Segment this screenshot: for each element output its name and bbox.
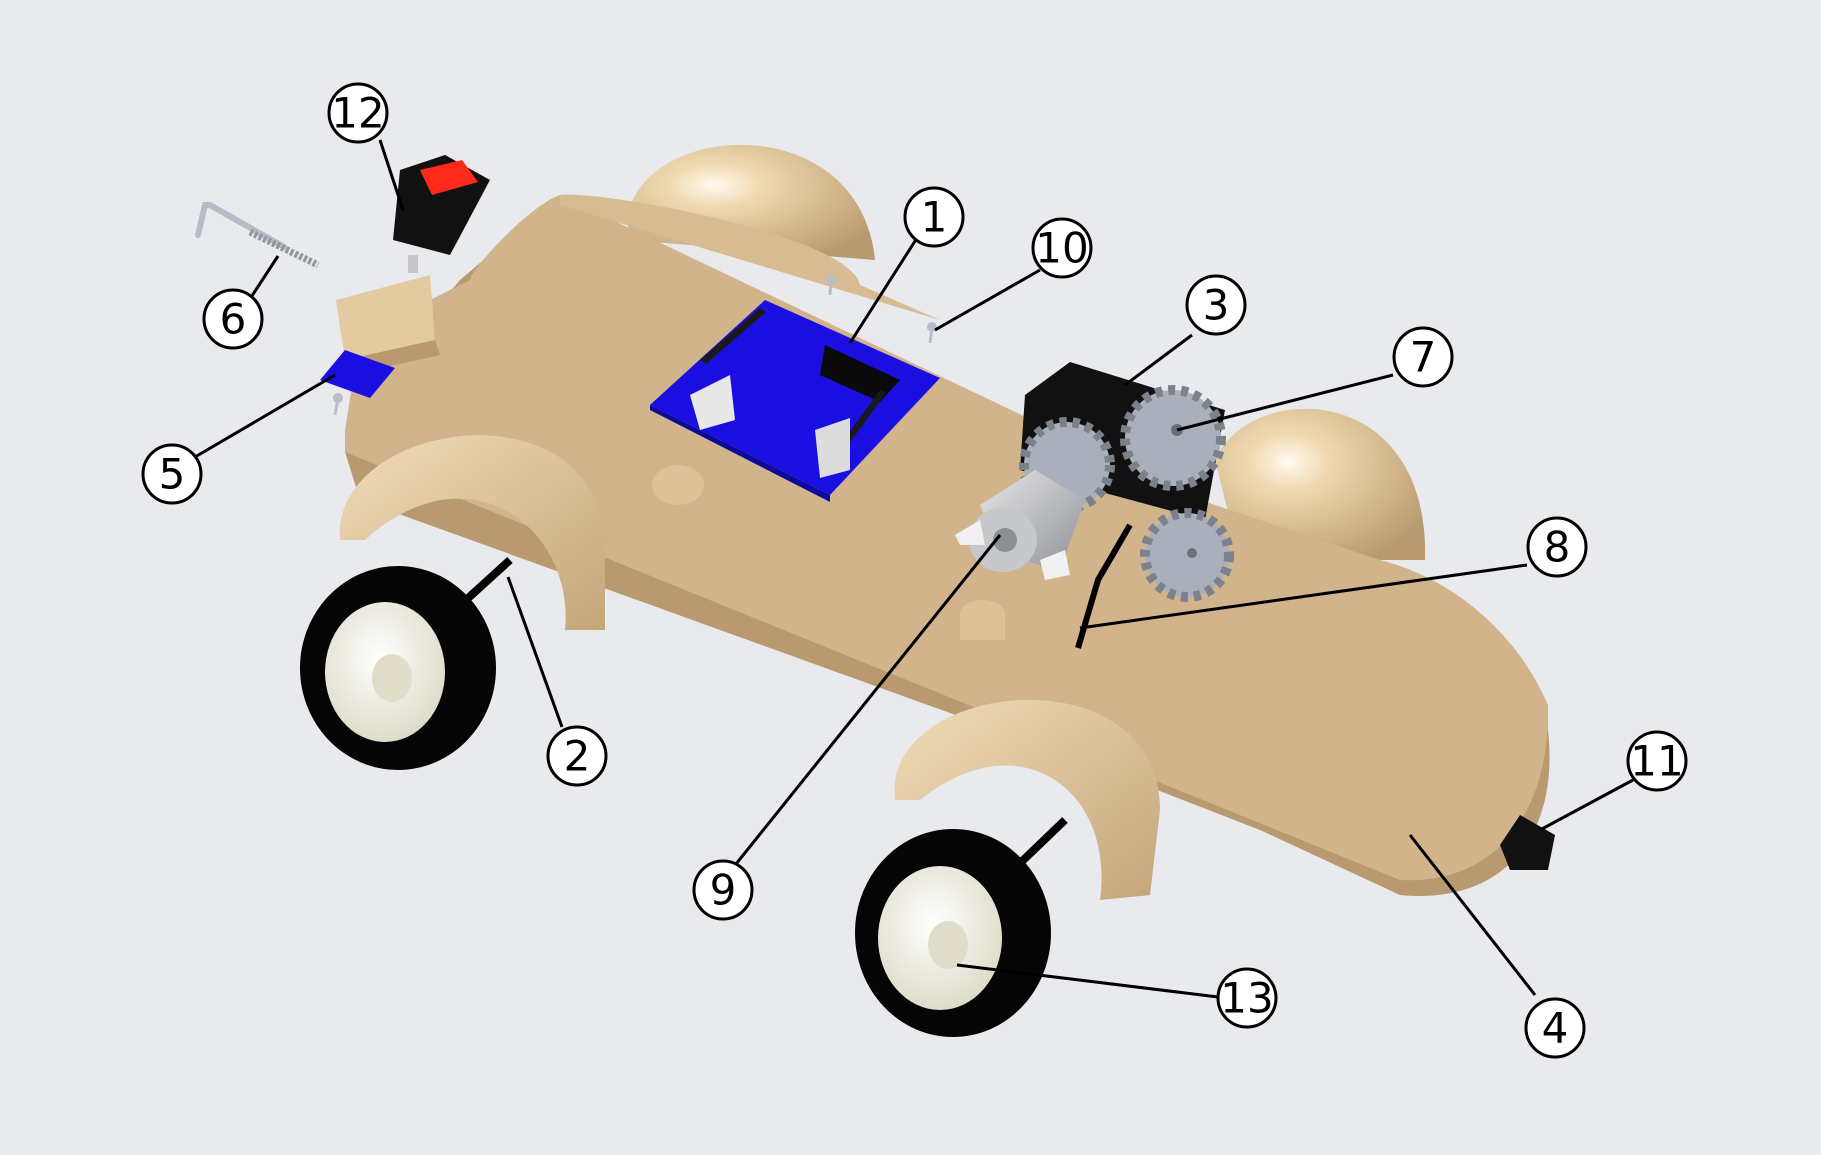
callout-13-number: 13	[1220, 974, 1273, 1023]
callout-4: 4	[1408, 834, 1586, 1059]
l-hook-screw	[195, 202, 320, 269]
callout-13: 13	[956, 963, 1278, 1029]
front-right-dome	[1215, 408, 1426, 560]
rear-left-wheel	[300, 566, 496, 770]
front-right-fender	[894, 699, 1160, 900]
boss-2	[960, 600, 1005, 640]
chassis-plate	[345, 194, 1550, 897]
gear-large	[1120, 385, 1226, 491]
screw-small-1	[333, 393, 343, 416]
front-axle	[1012, 817, 1068, 871]
callout-3-number: 3	[1203, 281, 1230, 330]
screw-small-3	[826, 275, 836, 296]
callout-1-number: 1	[921, 193, 948, 242]
callout-7-number: 7	[1410, 333, 1437, 382]
callout-4-number: 4	[1542, 1004, 1569, 1053]
sensor-board	[320, 350, 395, 398]
callout-12: 12	[327, 82, 405, 211]
rear-left-fender	[339, 435, 605, 630]
callout-8: 8	[1075, 516, 1588, 649]
callout-6-number: 6	[220, 295, 247, 344]
callout-3: 3	[1124, 274, 1247, 387]
callout-11: 11	[1539, 730, 1688, 832]
callout-9-number: 9	[710, 866, 737, 915]
callout-5-number: 5	[159, 450, 186, 499]
callout-8-number: 8	[1544, 523, 1571, 572]
callout-10: 10	[934, 217, 1093, 332]
gear-lower	[1140, 508, 1234, 602]
callout-2-number: 2	[564, 732, 591, 781]
callout-6: 6	[202, 255, 280, 350]
callout-7: 7	[1176, 326, 1454, 432]
front-right-wheel	[855, 829, 1051, 1037]
callout-9: 9	[692, 534, 1002, 921]
callout-10-number: 10	[1035, 224, 1088, 273]
callout-11-number: 11	[1630, 737, 1683, 786]
boss-1	[652, 465, 704, 505]
dc-motor	[955, 470, 1085, 580]
power-switch	[393, 155, 490, 273]
screw-small-2	[927, 322, 937, 344]
callout-5: 5	[141, 373, 336, 505]
callout-12-number: 12	[331, 89, 384, 138]
callout-2: 2	[506, 576, 608, 787]
callout-1: 1	[848, 186, 965, 344]
arduino-board	[650, 300, 940, 502]
